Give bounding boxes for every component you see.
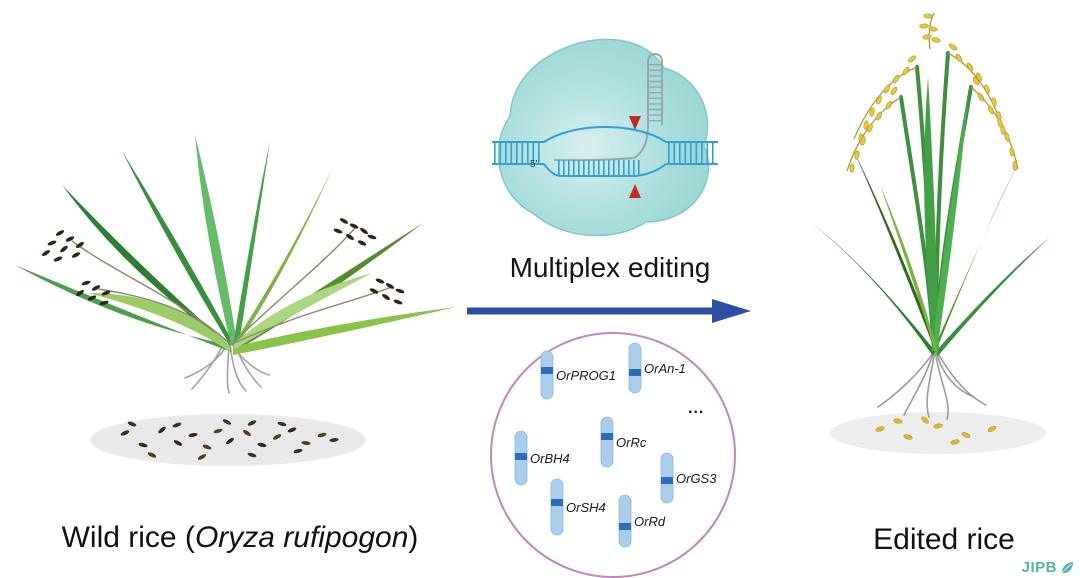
gene-oran1: OrAn-1 — [628, 342, 686, 394]
gene-orrc: OrRc — [600, 416, 646, 468]
more-genes-ellipsis: ... — [688, 400, 705, 417]
gene-label: OrRd — [634, 513, 666, 529]
wild-rice-species-name: Oryza rufipogon — [194, 521, 409, 554]
target-genes-circle: OrPROG1 OrAn-1 OrBH4 OrRc ... — [490, 332, 736, 578]
wild-rice-plant-illustration — [15, 135, 456, 466]
gene-label: OrAn-1 — [644, 360, 686, 376]
gene-label: OrGS3 — [676, 470, 717, 486]
cas9-editing-complex: 5' — [492, 38, 718, 237]
gene-label: OrRc — [616, 434, 647, 450]
jipb-logo: JIPB — [1022, 559, 1075, 576]
gene-label: OrPROG1 — [556, 367, 616, 383]
chromosome-icon — [628, 342, 642, 394]
wild-rice-caption: Wild rice (Oryza rufipogon) — [4, 521, 476, 555]
editing-arrow — [467, 299, 751, 323]
chromosome-icon — [618, 494, 632, 548]
edited-rice-leaves — [812, 77, 1050, 356]
edited-seed-pile — [830, 412, 1046, 454]
wild-rice-leaves — [15, 135, 456, 355]
cut-site-marker-top — [629, 116, 641, 130]
edited-rice-roots — [877, 349, 987, 420]
chromosome-icon — [540, 350, 554, 400]
cas9-protein-blob — [497, 38, 710, 237]
chromosome-icon — [600, 416, 614, 468]
multiplex-editing-label: Multiplex editing — [509, 252, 711, 283]
leaf-icon — [1061, 561, 1073, 573]
gene-label: OrBH4 — [530, 450, 570, 466]
chromosome-icon — [550, 478, 564, 536]
jipb-logo-text: JIPB — [1021, 559, 1057, 576]
gene-orsh4: OrSH4 — [550, 478, 606, 536]
gene-label: OrSH4 — [566, 499, 606, 515]
chromosome-icon — [514, 430, 528, 486]
wild-rice-caption-suffix: ) — [408, 521, 419, 554]
dna-5prime-label: 5' — [530, 159, 538, 170]
cut-site-marker-bottom — [629, 184, 641, 198]
gene-orbh4: OrBH4 — [514, 430, 570, 486]
wild-rice-roots — [184, 342, 270, 394]
edited-panicle-grains — [849, 13, 1018, 174]
gene-orgs3: OrGS3 — [660, 452, 716, 504]
edited-panicle-stems — [846, 12, 1019, 172]
sgrna-hairpin — [553, 53, 663, 162]
edited-rice-caption: Edited rice — [873, 523, 1015, 556]
wild-seed-pile — [90, 414, 366, 466]
gene-orprog1: OrPROG1 — [540, 350, 616, 400]
dna-strands — [492, 126, 718, 177]
chromosome-icon — [660, 452, 674, 504]
gene-orrd: OrRd — [618, 494, 665, 548]
wild-rice-caption-prefix: Wild rice ( — [61, 521, 195, 554]
edited-rice-plant-illustration — [812, 12, 1050, 454]
